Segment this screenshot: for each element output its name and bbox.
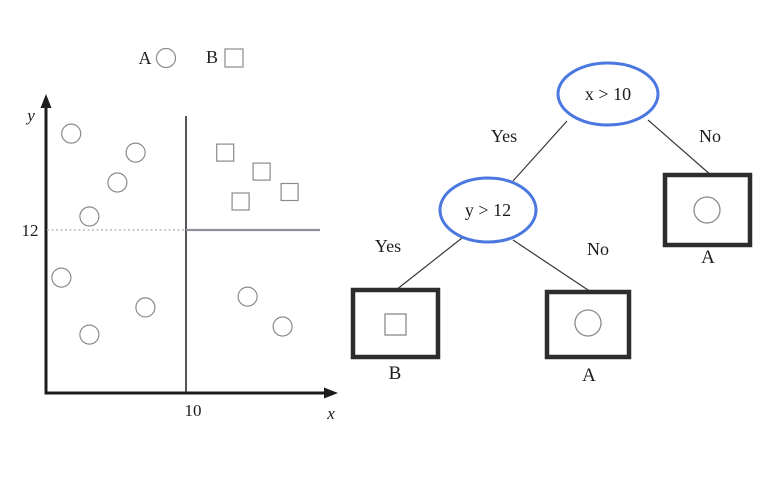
edge-root-yes (512, 120, 568, 182)
edge-inner-no (512, 239, 592, 293)
circle-marker (51, 267, 72, 288)
circle-marker (79, 206, 100, 227)
branch-label-inner-yes: Yes (375, 236, 401, 256)
branch-label-root-yes: Yes (491, 126, 517, 146)
legend-b-label: B (206, 47, 218, 67)
square-marker (231, 192, 250, 211)
leaf-a-mid-label: A (582, 365, 596, 386)
y-tick-label: 12 (22, 221, 39, 240)
decision-tree: Yes No Yes No x > 10 y > 12 B A A (350, 61, 753, 386)
scatter-points (51, 123, 299, 345)
square-marker (280, 182, 299, 202)
circle-marker (125, 142, 146, 163)
leaf-a-right-label: A (701, 247, 715, 268)
y-axis-arrow-icon (40, 94, 52, 108)
circle-marker (237, 286, 258, 307)
square-marker (252, 162, 271, 181)
leaf-b-square-icon (384, 313, 407, 336)
legend: A B (139, 47, 244, 69)
x-tick-label: 10 (185, 401, 202, 420)
circle-marker (79, 324, 100, 345)
leaf-b-label: B (389, 363, 402, 384)
x-axis-label: x (326, 404, 335, 423)
inner-node (438, 176, 538, 244)
legend-a-label: A (139, 48, 152, 68)
scatter-plot: A B y x 12 10 (22, 47, 338, 423)
legend-a-circle-icon (155, 47, 177, 69)
x-axis-arrow-icon (324, 387, 338, 399)
leaf-a-right-circle-icon (693, 196, 721, 224)
circle-marker (107, 172, 128, 193)
leaf-a-mid-circle-icon (574, 309, 602, 337)
circle-marker (272, 316, 293, 337)
y-axis-label: y (25, 106, 35, 125)
root-node (556, 61, 660, 127)
circle-marker (61, 123, 82, 144)
edge-root-no (647, 119, 713, 177)
root-node-label: x > 10 (585, 84, 631, 104)
square-marker (216, 143, 235, 162)
edge-inner-yes (395, 237, 463, 291)
inner-node-label: y > 12 (465, 200, 511, 220)
branch-label-root-no: No (699, 126, 721, 146)
circle-marker (135, 297, 156, 318)
legend-b-square-icon (224, 48, 244, 68)
branch-label-inner-no: No (587, 239, 609, 259)
